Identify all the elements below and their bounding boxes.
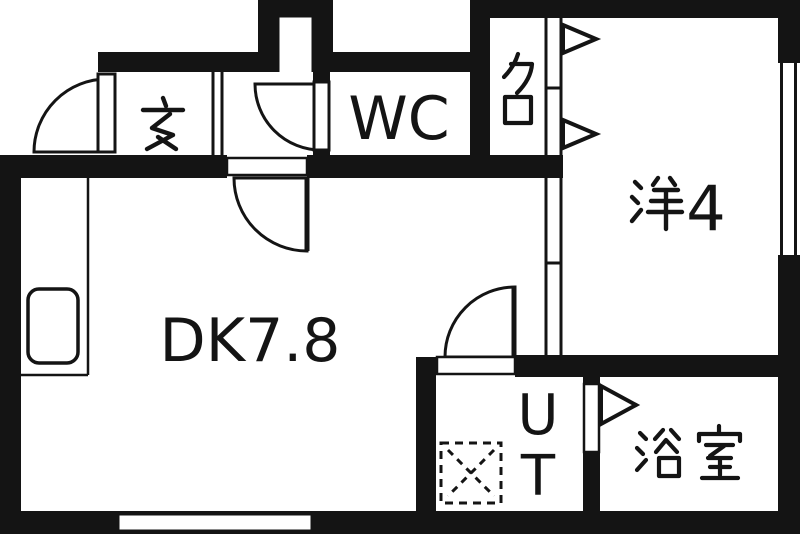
window-right-icon [780, 63, 797, 255]
room-genkan [115, 72, 212, 155]
wall [470, 0, 490, 178]
genkan-step-line [211, 72, 224, 155]
western-room-size-label: 4 [686, 172, 725, 245]
closet-door-triangle-icon [561, 21, 602, 57]
dk-door-arc-icon [232, 176, 309, 253]
washing-machine-box [439, 441, 503, 505]
wall [515, 355, 800, 377]
wall [778, 18, 800, 63]
ut-door-threshold [435, 355, 517, 376]
closet-door-icon [544, 18, 602, 155]
room-western [563, 18, 778, 355]
wall [0, 155, 227, 178]
room-closet [490, 18, 545, 155]
bathroom-door-leaf [582, 382, 601, 454]
windows [116, 63, 800, 533]
wall [416, 357, 436, 534]
wc-label: WC [348, 84, 449, 154]
wc-door-arc-icon [253, 82, 323, 152]
wall [0, 155, 21, 534]
room-regions [21, 18, 778, 511]
wall [307, 155, 563, 178]
room-utility [436, 377, 583, 511]
utility-label-u: U [518, 383, 559, 448]
wc-door-leaf [312, 80, 331, 152]
ut-door-arc-icon [443, 285, 517, 359]
utility-label-t: T [520, 444, 556, 509]
western-room-kanji-label: 洋 [629, 175, 685, 232]
washing-machine-cross [446, 448, 496, 498]
washing-machine-icon [439, 441, 503, 505]
kitchen-counter-line [21, 178, 90, 377]
genkan-label: 玄 [140, 95, 186, 152]
room-bathroom [600, 377, 778, 511]
dk-label: DK7.8 [160, 306, 341, 376]
closet-label-ku: ク [501, 51, 535, 96]
bathroom-label-yoku: 浴 [634, 427, 682, 479]
wall [470, 0, 800, 18]
bathroom-label-shitsu: 室 [696, 423, 743, 481]
dk-door-threshold [225, 156, 309, 177]
sliding-partition-icon [544, 178, 563, 355]
window-bottom-icon [116, 512, 314, 533]
closet-door-triangle-icon [561, 116, 602, 152]
kitchen-counter [21, 178, 90, 377]
wall [778, 255, 800, 534]
bathroom-door-triangle-icon [599, 382, 641, 428]
kitchen-sink-icon [26, 287, 80, 365]
pipe-space-alcove [276, 14, 315, 72]
room-wc [330, 72, 472, 155]
closet-label-ro: ロ [502, 94, 534, 126]
entrance-door-leaf [96, 72, 117, 154]
